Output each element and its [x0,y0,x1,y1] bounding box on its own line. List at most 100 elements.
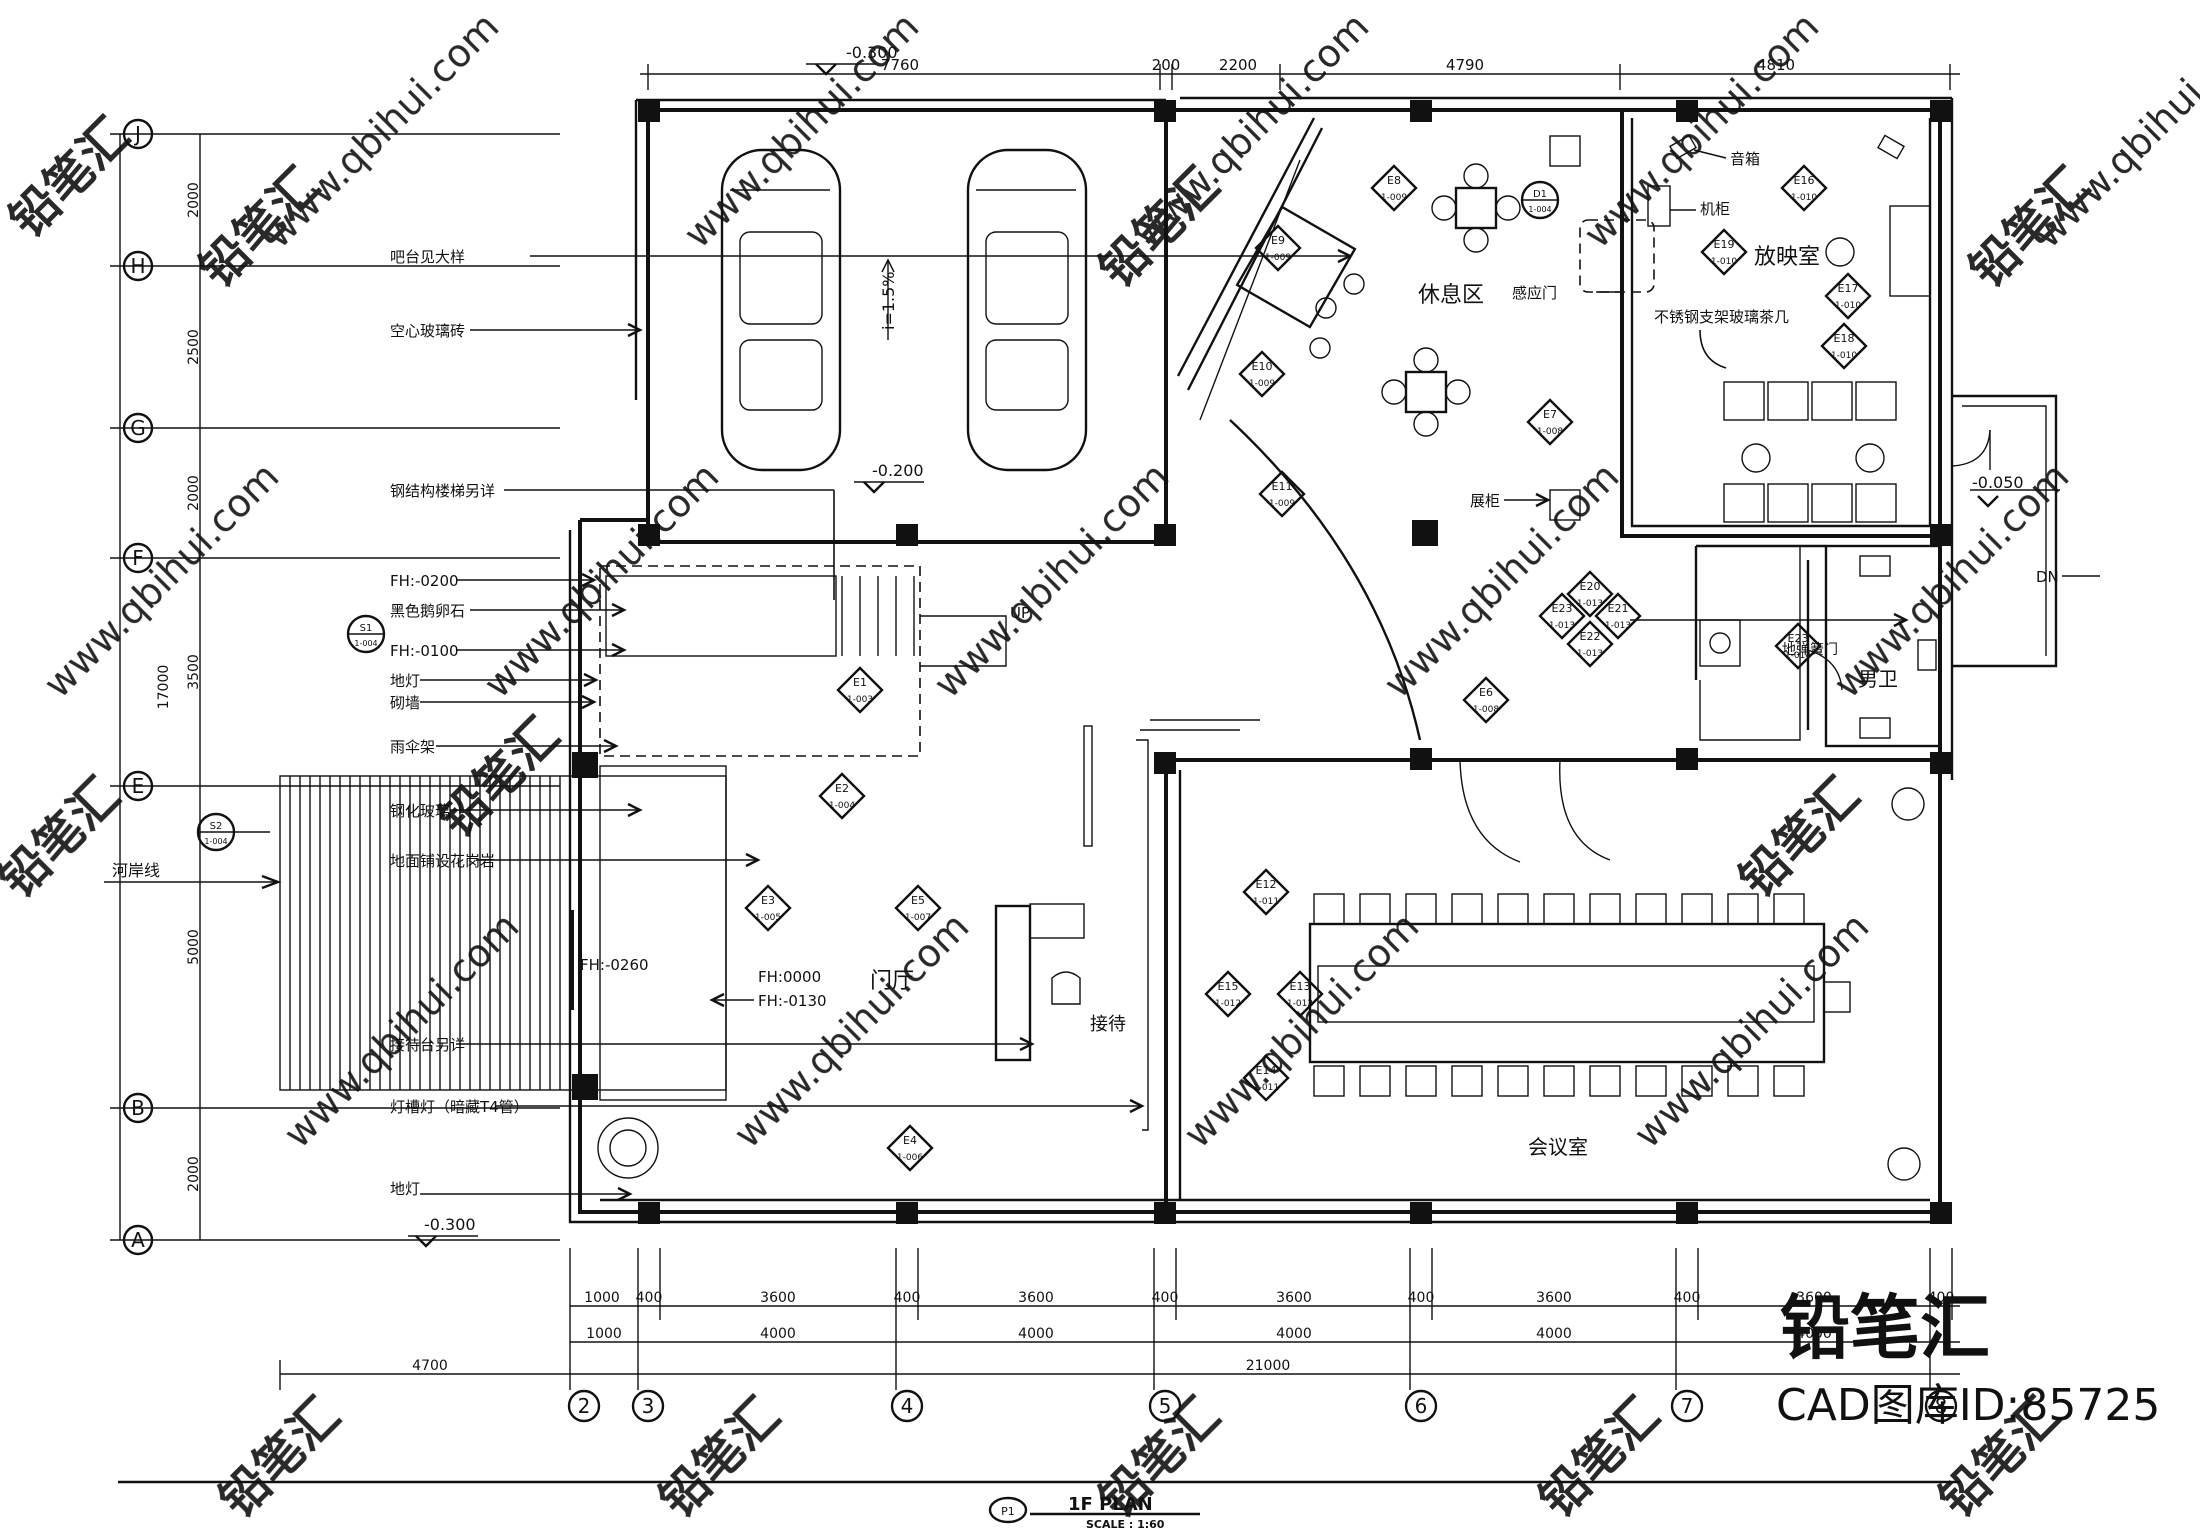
svg-text:1-010: 1-010 [1835,301,1861,311]
svg-text:1-011: 1-011 [1253,1083,1279,1093]
floor-drain-icon [1859,717,1891,739]
dim-top: 7760 [881,56,919,74]
room-meeting: 会议室 [1528,1135,1588,1159]
callout-bar: 吧台见大样 [390,248,465,266]
svg-text:1-007: 1-007 [905,913,931,923]
level-top-left: -0.300 [846,43,898,62]
level-bottom-left: -0.300 [424,1215,476,1234]
grid-bubble-col [1404,1389,1438,1423]
cinema-seat-row [1723,483,1897,523]
elevation-tag: E11-003 [836,666,884,714]
grid-bubble-col [631,1389,665,1423]
column [1676,100,1698,122]
section-tag: S11-004 [346,614,386,654]
dim-side: 2000 [186,1156,202,1192]
svg-text:E16: E16 [1794,174,1815,187]
svg-text:E5: E5 [911,894,925,907]
svg-text:E13: E13 [1290,980,1311,993]
dim-bottom: 400 [1408,1290,1435,1306]
lounge-table-set [1431,163,1521,253]
svg-text:1-013: 1-013 [1605,621,1631,631]
entrance-steps: 河岸线 [104,765,727,1101]
dim-bottom: 400 [636,1290,663,1306]
svg-text:1-009: 1-009 [1269,499,1295,509]
grid-row-label: F [132,546,144,570]
room-lounge: 休息区 [1418,283,1484,308]
svg-text:E7: E7 [1543,408,1557,421]
dim-bottom: 4000 [1018,1326,1054,1342]
dim-side: 2000 [186,182,202,218]
svg-text:1-008: 1-008 [1537,427,1563,437]
elevation-tag: E31-005 [744,884,792,932]
column [572,752,598,778]
elevation-tag: E41-006 [886,1124,934,1172]
column [1410,748,1432,770]
sofa-side [1889,205,1931,297]
dim-side: 2000 [186,475,202,511]
speaker-icon [1877,134,1905,160]
column [638,524,660,546]
watermark-brand: 铅笔汇 [209,1387,350,1528]
av-cabinet [1647,185,1671,227]
grid-bubble-col [890,1389,924,1423]
svg-text:1-012: 1-012 [1287,999,1313,1009]
grid-bubble-col [567,1389,601,1423]
down-label: DN [2036,568,2059,586]
garage-area: i=1.5% -0.200 [720,148,1088,494]
svg-text:1-004: 1-004 [354,639,377,648]
pebble-bed [605,575,837,657]
section-tag: S21-004 [196,812,236,852]
svg-text:E21: E21 [1608,602,1629,615]
svg-text:1-009: 1-009 [1249,379,1275,389]
detail-tag: D11-004 [1520,180,1560,220]
callout-floor-light-2: 地灯 [390,1180,420,1198]
column [1676,1202,1698,1224]
svg-text:1-010: 1-010 [1791,193,1817,203]
elevation-tag: E10 1-009 [1238,350,1286,398]
dim-bottom-total: 21000 [1246,1358,1291,1374]
planter-icon [1887,1147,1921,1181]
side-table [1825,237,1855,267]
dim-bottom: 400 [1928,1290,1955,1306]
column [1412,520,1438,546]
svg-text:1-005: 1-005 [755,913,781,923]
room-mens: 男卫 [1858,667,1898,691]
grid-bubble-row [122,542,154,574]
svg-text:D1: D1 [1533,189,1547,200]
level-right: -0.050 [1972,473,2024,492]
watermark-brand: 铅笔汇 [0,767,130,908]
svg-text:E22: E22 [1580,630,1601,643]
elevation-tag: E91-009 [1254,224,1302,272]
svg-text:1-014: 1-014 [1785,651,1811,661]
dim-side: 2500 [186,329,202,365]
callout-floor-light: 地灯 [390,672,420,690]
watermark-url: www.qbihui.com [1625,904,1877,1156]
watermark-brand: 铅笔汇 [0,107,140,248]
callout-tempered-glass: 钢化玻璃 [390,802,450,820]
dim-bottom: 1000 [584,1290,620,1306]
speaker-box [1549,135,1581,167]
left-callouts: 吧台见大样 空心玻璃砖 钢结构楼梯另详 FH:-0200 黑色鹅卵石 FH:-0… [390,248,1353,1248]
screening-room: 音箱 机柜 放映室 不锈钢支架玻璃茶几 -0.050 DN [1647,134,2100,586]
grid-row-label: B [131,1096,145,1120]
dim-side-total: 17000 [156,665,172,710]
column [1930,100,1952,122]
column [1930,752,1952,774]
column [1154,752,1176,774]
svg-text:E2: E2 [835,782,849,795]
riverbank-label: 河岸线 [112,861,160,880]
meeting-chair-row [1313,893,1805,925]
watermark-brand: 铅笔汇 [1529,1387,1670,1528]
svg-text:E10: E10 [1252,360,1273,373]
dim-top: 2200 [1219,56,1257,74]
svg-text:1-004: 1-004 [829,801,855,811]
columns [572,100,1952,1224]
svg-text:S2: S2 [210,821,223,832]
plan-title: 1F PLAN [1068,1494,1153,1515]
